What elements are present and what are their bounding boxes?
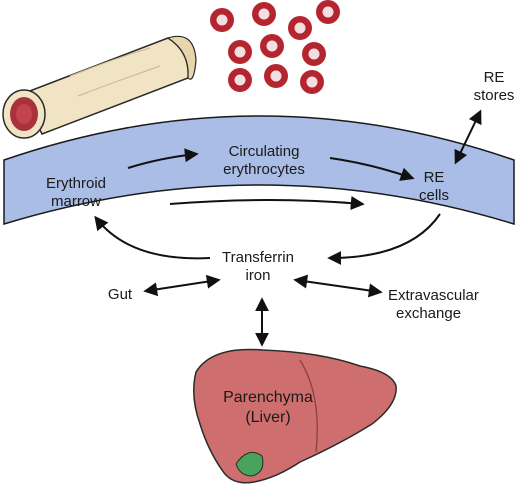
parenchyma-label-2: (Liver): [245, 409, 290, 426]
arrow-marrow-to-re-lower: [169, 196, 365, 211]
red-blood-cell-icon: [288, 16, 312, 40]
red-blood-cell-icon: [210, 8, 234, 32]
gut-label: Gut: [108, 286, 133, 303]
re-stores-label-2: stores: [474, 87, 515, 104]
erythroid-marrow-label-1: Erythroid: [46, 175, 106, 192]
re-stores-label-1: RE: [484, 69, 505, 86]
red-blood-cell-icon: [228, 68, 252, 92]
red-blood-cell-icon: [316, 0, 340, 24]
transferrin-iron-label-2: iron: [245, 267, 270, 284]
liver-icon: [193, 348, 397, 484]
erythroid-marrow-label-2: marrow: [51, 193, 101, 210]
extravascular-exchange-label-1: Extravascular: [388, 287, 479, 304]
circulation-band: [3, 115, 515, 226]
arrow-transferrin-to-marrow: [94, 215, 211, 260]
arrow-transferrin-extravascular: [293, 274, 383, 298]
arrow-transferrin-gut: [143, 274, 221, 297]
re-cells-label-2: cells: [419, 187, 449, 204]
red-blood-cell-icon: [300, 70, 324, 94]
extravascular-exchange-label-2: exchange: [396, 305, 461, 322]
red-blood-cell-icon: [260, 34, 284, 58]
erythrocyte-cluster: [210, 0, 340, 94]
circulating-erythrocytes-label-1: Circulating: [229, 143, 300, 160]
arrow-marrow-to-circulating: [127, 148, 199, 169]
red-blood-cell-icon: [264, 64, 288, 88]
re-cells-label-1: RE: [424, 169, 445, 186]
red-blood-cell-icon: [252, 2, 276, 26]
bone-cross-section-icon: [2, 35, 197, 139]
arrow-re-cells-stores: [454, 109, 482, 165]
parenchyma-label-1: Parenchyma: [223, 389, 313, 406]
circulating-erythrocytes-label-2: erythrocytes: [223, 161, 305, 178]
arrow-re-to-transferrin: [327, 213, 441, 265]
transferrin-iron-label-1: Transferrin: [222, 249, 294, 266]
red-blood-cell-icon: [302, 42, 326, 66]
red-blood-cell-icon: [228, 40, 252, 64]
arrow-circulating-to-re: [329, 157, 415, 181]
